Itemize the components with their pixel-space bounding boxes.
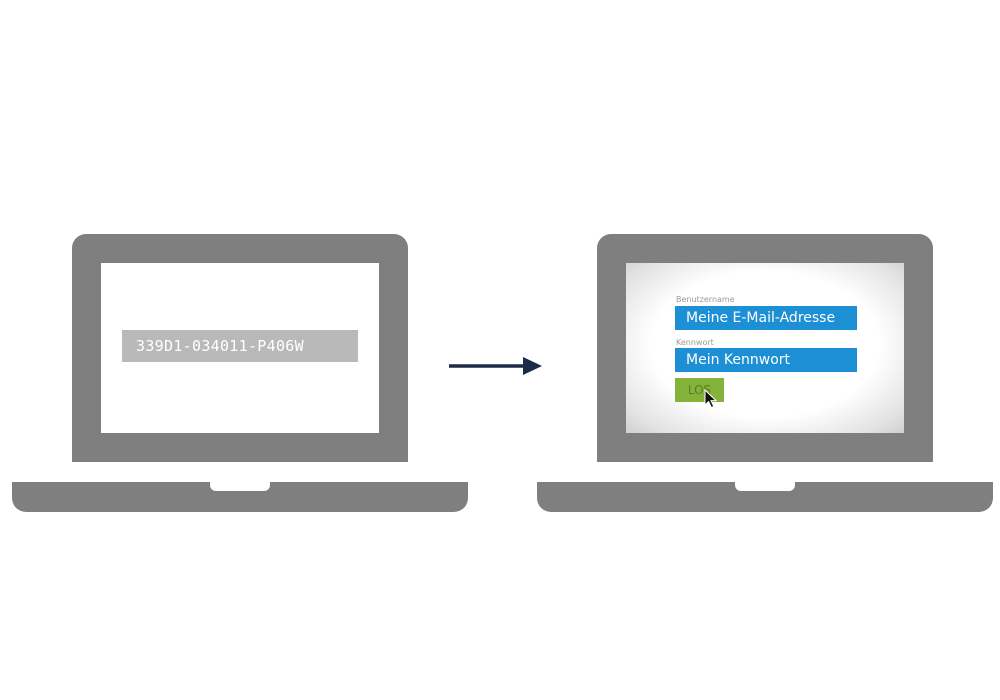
laptop-lid: 339D1-034011-P406W [72,234,408,462]
login-screen: Benutzername Meine E-Mail-Adresse Kennwo… [626,263,904,433]
arrow-right-icon [449,357,542,375]
laptop-lid: Benutzername Meine E-Mail-Adresse Kennwo… [597,234,933,462]
laptop-notch [735,482,795,491]
username-field[interactable]: Meine E-Mail-Adresse [675,306,857,330]
laptop-notch [210,482,270,491]
laptop-screen: 339D1-034011-P406W [101,263,379,433]
password-label: Kennwort [676,338,714,347]
laptop-base [537,482,993,512]
username-label: Benutzername [676,295,735,304]
login-button[interactable]: LOS [675,378,724,402]
product-key-box: 339D1-034011-P406W [122,330,358,362]
mouse-pointer-icon [704,389,718,409]
laptop-right: Benutzername Meine E-Mail-Adresse Kennwo… [537,234,993,514]
password-field[interactable]: Mein Kennwort [675,348,857,372]
laptop-left: 339D1-034011-P406W [12,234,468,514]
laptop-base [12,482,468,512]
